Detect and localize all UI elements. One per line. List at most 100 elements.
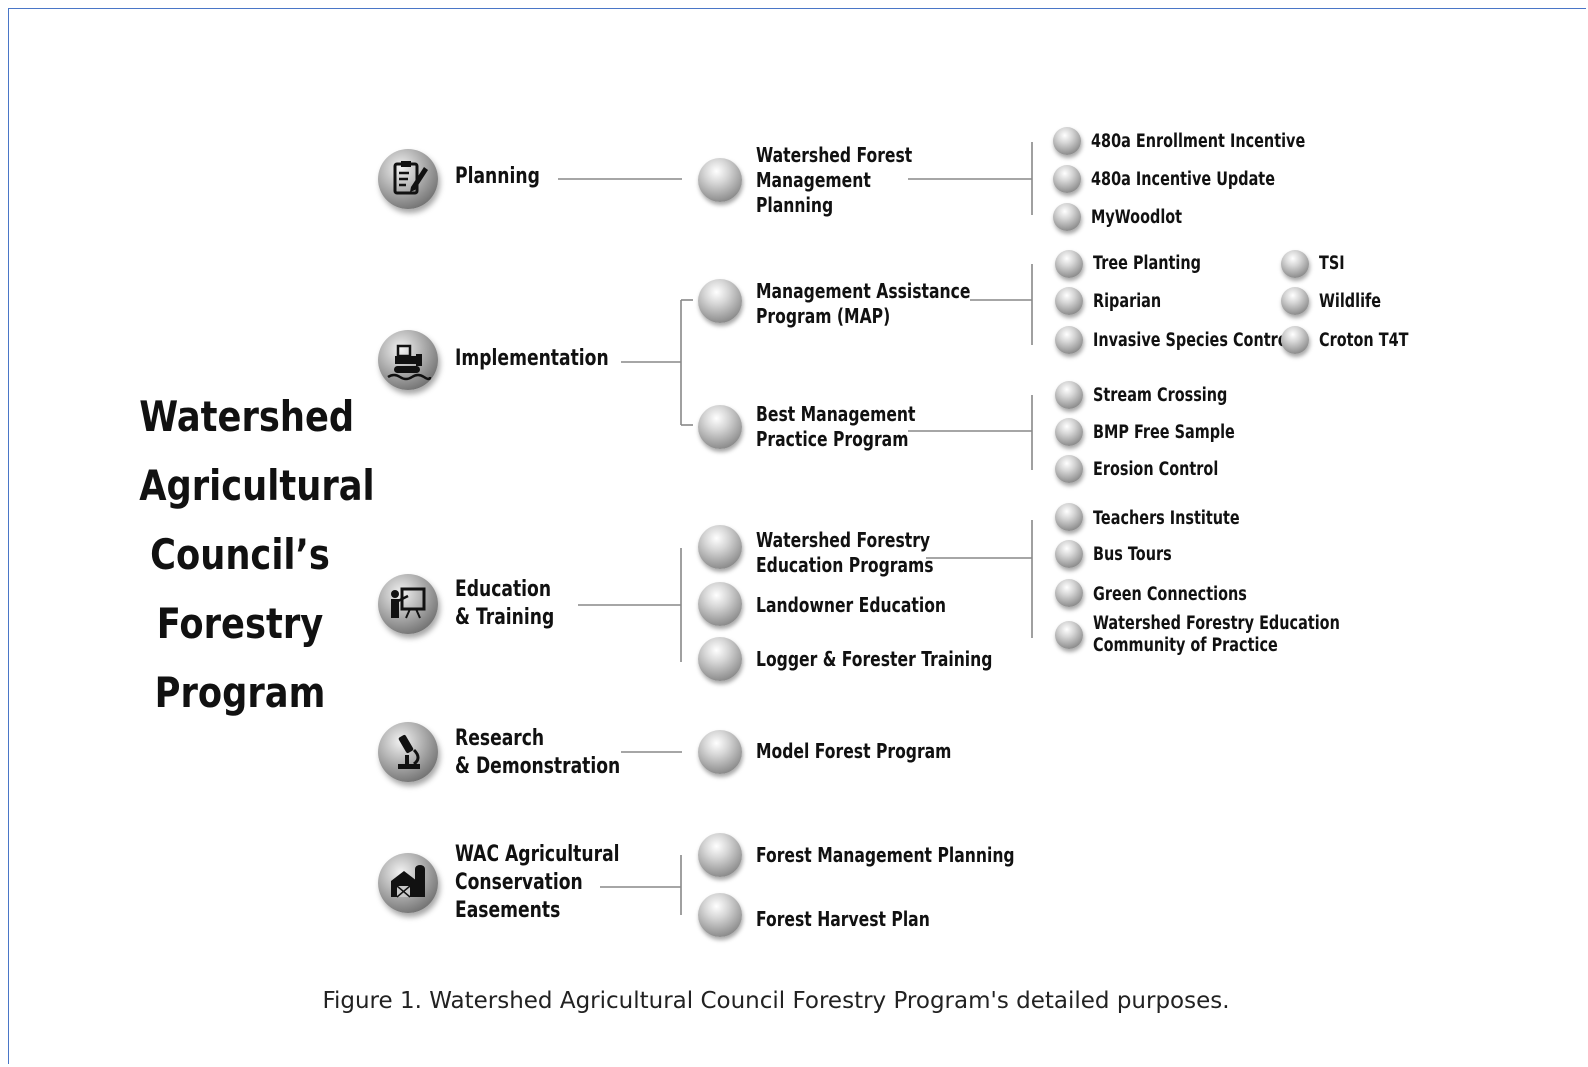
page-frame — [8, 8, 1586, 1064]
title-line: Forestry — [156, 599, 324, 648]
program-orb — [698, 158, 742, 202]
program-orb — [698, 893, 742, 937]
item-label-line: Stream Crossing — [1093, 385, 1228, 406]
program-orb — [698, 279, 742, 323]
program-label-line: Management — [756, 168, 871, 192]
barn-silo-icon — [378, 853, 438, 913]
category-label-line: Easements — [455, 898, 561, 923]
program-label-line: Education Programs — [756, 553, 934, 577]
item-orb — [1053, 165, 1081, 193]
category-label-line: & Demonstration — [455, 754, 621, 779]
item-label: Bus Tours — [1093, 544, 1172, 566]
item-orb — [1055, 503, 1083, 531]
program-label-line: Forest Management Planning — [756, 843, 1015, 867]
item-label-line: Tree Planting — [1093, 253, 1201, 274]
program-label-line: Practice Program — [756, 427, 909, 451]
item-orb — [1281, 250, 1309, 278]
item-label-line: Riparian — [1093, 291, 1162, 312]
category-label-line: Education — [455, 577, 552, 602]
program-orb — [698, 582, 742, 626]
item-label-line: Bus Tours — [1093, 544, 1172, 565]
category-label: Research & Demonstration — [455, 725, 620, 781]
title-line: Agricultural — [139, 461, 375, 510]
program-label-line: Forest Harvest Plan — [756, 907, 930, 931]
program-label-line: Watershed Forestry — [756, 528, 931, 552]
item-label-line: MyWoodlot — [1091, 207, 1183, 228]
item-label-line: Wildlife — [1319, 291, 1382, 312]
item-label-line: 480a Enrollment Incentive — [1091, 131, 1306, 152]
program-label: Forest Management Planning — [756, 843, 1015, 868]
item-label-line: Watershed Forestry Education — [1093, 613, 1340, 634]
title-line: Watershed — [139, 392, 355, 441]
item-label-line: 480a Incentive Update — [1091, 169, 1276, 190]
category-label-line: Implementation — [455, 346, 609, 371]
bulldozer-icon — [378, 330, 438, 390]
category-label-line: Planning — [455, 164, 540, 189]
program-label-line: Landowner Education — [756, 593, 947, 617]
item-label: 480a Incentive Update — [1091, 169, 1275, 191]
item-label: TSI — [1319, 253, 1345, 275]
item-orb — [1055, 540, 1083, 568]
item-label-line: Invasive Species Control — [1093, 330, 1293, 351]
item-label-line: Croton T4T — [1319, 330, 1409, 351]
program-label-line: Program (MAP) — [756, 304, 891, 328]
item-label: MyWoodlot — [1091, 207, 1182, 229]
microscope-icon — [378, 722, 438, 782]
category-label-line: & Training — [455, 605, 555, 630]
item-orb — [1055, 381, 1083, 409]
program-label-line: Model Forest Program — [756, 739, 952, 763]
item-label: BMP Free Sample — [1093, 422, 1235, 444]
item-orb — [1053, 203, 1081, 231]
program-label: Landowner Education — [756, 593, 946, 618]
item-label: Stream Crossing — [1093, 385, 1227, 407]
category-label: Implementation — [455, 345, 609, 373]
item-label: Teachers Institute — [1093, 508, 1240, 530]
item-label-line: Teachers Institute — [1093, 508, 1240, 529]
program-label: Model Forest Program — [756, 739, 951, 764]
program-label-line: Planning — [756, 193, 834, 217]
item-label: Tree Planting — [1093, 253, 1201, 275]
program-label-line: Management Assistance — [756, 279, 971, 303]
item-label-line: Green Connections — [1093, 584, 1247, 605]
program-label: Forest Harvest Plan — [756, 907, 930, 932]
item-label-line: BMP Free Sample — [1093, 422, 1235, 443]
category-label-line: Research — [455, 726, 545, 751]
category-label: Education & Training — [455, 576, 554, 632]
category-label: Planning — [455, 163, 540, 191]
item-orb — [1055, 287, 1083, 315]
item-orb — [1055, 579, 1083, 607]
teacher-board-icon — [378, 574, 438, 634]
clipboard-pencil-icon — [378, 149, 438, 209]
item-orb — [1281, 287, 1309, 315]
program-label-line: Best Management — [756, 402, 916, 426]
item-orb — [1055, 250, 1083, 278]
program-label-line: Watershed Forest — [756, 143, 913, 167]
program-orb — [698, 405, 742, 449]
item-orb — [1055, 418, 1083, 446]
title-line: Council’s — [150, 530, 330, 579]
program-label-line: Logger & Forester Training — [756, 647, 993, 671]
title-line: Program — [154, 668, 326, 717]
item-orb — [1281, 326, 1309, 354]
item-orb — [1053, 127, 1081, 155]
item-label: Green Connections — [1093, 584, 1247, 606]
item-label: 480a Enrollment Incentive — [1091, 131, 1305, 153]
category-label-line: WAC Agricultural — [455, 842, 620, 867]
figure-caption: Figure 1. Watershed Agricultural Council… — [322, 988, 1230, 1014]
item-label: Wildlife — [1319, 291, 1381, 313]
item-label: Croton T4T — [1319, 330, 1408, 352]
item-label: Erosion Control — [1093, 459, 1218, 481]
category-label-line: Conservation — [455, 870, 583, 895]
item-orb — [1055, 455, 1083, 483]
program-orb — [698, 730, 742, 774]
program-orb — [698, 833, 742, 877]
item-label: Riparian — [1093, 291, 1161, 313]
item-label-line: TSI — [1319, 253, 1345, 274]
item-orb — [1055, 326, 1083, 354]
